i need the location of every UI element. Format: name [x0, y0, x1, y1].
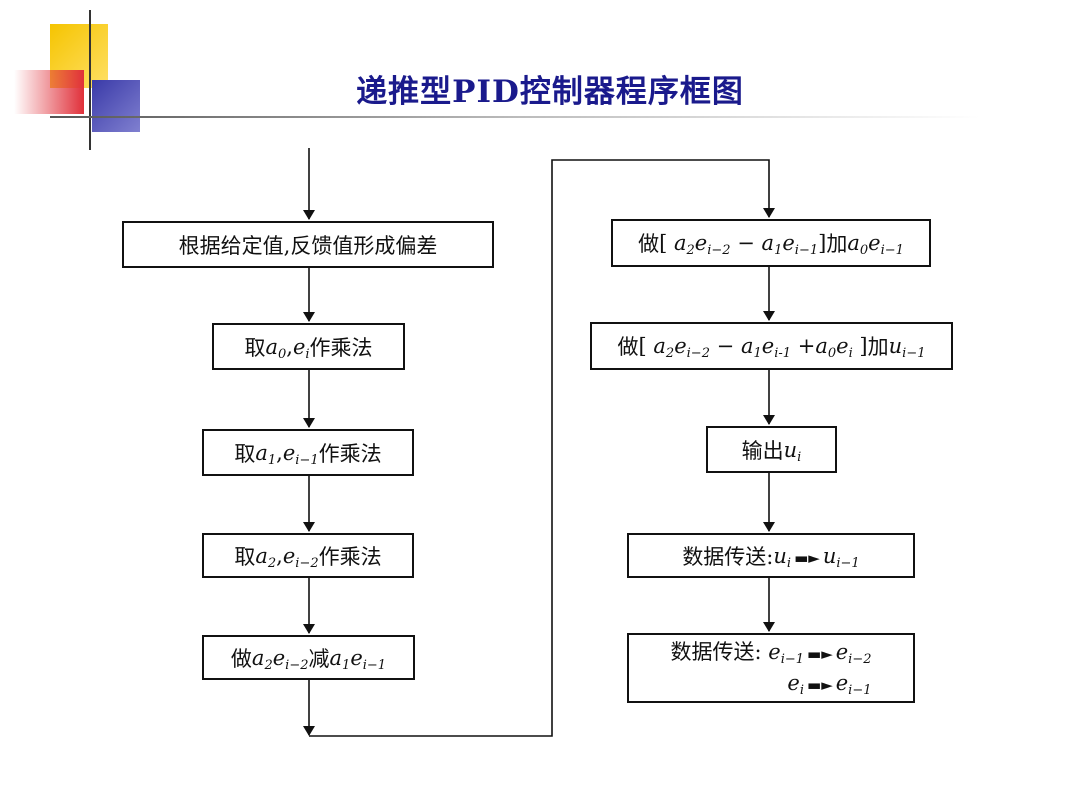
box-transfer-e: 数据传送: ei−1▬►ei−2 ei▬►ei−1	[627, 633, 915, 703]
box4-prefix: 取	[234, 544, 256, 569]
deco-red-square	[14, 70, 84, 114]
box5-prefix: 做	[230, 646, 252, 671]
box-output-ui: 输出 ui	[706, 426, 837, 473]
box10-prefix: 数据传送:	[670, 640, 762, 664]
box6-prefix: 做	[638, 232, 660, 256]
arrow-right-icon: ▬►	[807, 676, 833, 694]
box2-formula: a0,ei	[265, 334, 310, 362]
box3-suffix: 作乘法	[318, 441, 382, 466]
box8-prefix: 输出	[741, 438, 784, 463]
box-add-a0ei-1: 做 [ a2ei−2 − a1ei−1] 加 a0ei−1	[611, 219, 931, 267]
box5-middle: 减	[308, 646, 330, 671]
box6-formula-a: [ a2ei−2 − a1ei−1]	[659, 231, 827, 258]
box7-formula-b: ui−1	[888, 334, 926, 361]
box4-formula: a2,ei−2	[255, 543, 319, 571]
box6-formula-b: a0ei−1	[847, 231, 904, 258]
box5-formula-a: a2ei−2	[251, 645, 309, 673]
deco-vertical-line	[89, 10, 91, 150]
connector-left-to-right	[309, 159, 775, 737]
box2-suffix: 作乘法	[309, 335, 373, 360]
box5-formula-b: a1ei−1	[329, 645, 387, 673]
box7-formula-a: [ a2ei−2 − a1ei-1 +a0ei ]	[638, 334, 868, 361]
box-multiply-a0-ei: 取 a0,ei 作乘法	[212, 323, 405, 370]
page-title: 递推型PID控制器程序框图	[356, 74, 744, 110]
box-form-deviation: 根据给定值,反馈值形成偏差	[122, 221, 494, 268]
box2-prefix: 取	[244, 335, 266, 360]
box-multiply-a2-ei-2: 取 a2,ei−2 作乘法	[202, 533, 414, 578]
box-transfer-u: 数据传送: ui▬►ui−1	[627, 533, 915, 578]
box7-middle: 加	[867, 335, 889, 359]
box10-formula-line1: ei−1▬►ei−2	[768, 640, 872, 667]
box10-formula-line2: ei▬►ei−1	[787, 671, 872, 698]
box-add-ui-1: 做 [ a2ei−2 − a1ei-1 +a0ei ] 加 ui−1	[590, 322, 953, 370]
box9-prefix: 数据传送:	[682, 544, 774, 569]
box8-formula: ui	[783, 437, 802, 465]
deco-horizontal-line	[50, 116, 980, 118]
box4-suffix: 作乘法	[318, 544, 382, 569]
box-form-deviation-label: 根据给定值,反馈值形成偏差	[178, 233, 438, 258]
box7-prefix: 做	[617, 335, 639, 359]
box6-middle: 加	[826, 232, 848, 256]
box3-prefix: 取	[234, 441, 256, 466]
deco-blue-square	[92, 80, 140, 132]
box-subtract: 做 a2ei−2 减 a1ei−1	[202, 635, 415, 680]
box3-formula: a1,ei−1	[255, 440, 319, 468]
box-multiply-a1-ei-1: 取 a1,ei−1 作乘法	[202, 429, 414, 476]
arrow-right-icon: ▬►	[807, 645, 833, 663]
arrow-right-icon: ▬►	[794, 548, 820, 567]
box9-formula: ui▬►ui−1	[773, 543, 860, 571]
